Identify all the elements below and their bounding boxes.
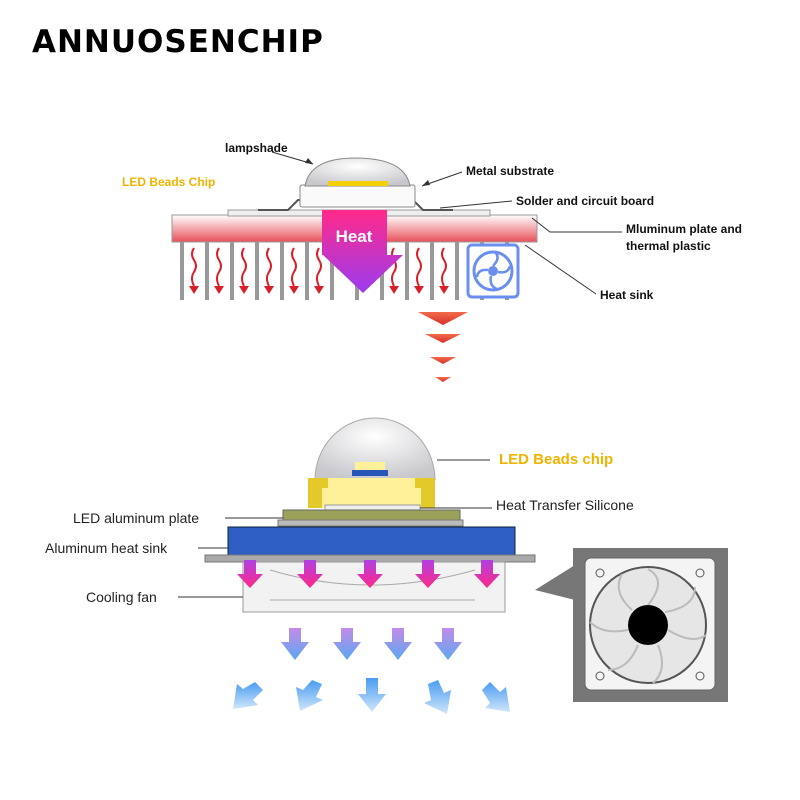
heat-arrows-magenta xyxy=(237,560,500,588)
label-heat-transfer-silicone: Heat Transfer Silicone xyxy=(496,497,634,513)
bottom-diagram: LED Beads chip Heat Transfer Silicone LE… xyxy=(45,417,728,714)
heat-wave-arrows xyxy=(191,247,447,287)
label-led-beads-chip-bottom: LED Beads chip xyxy=(499,451,613,468)
lampshade xyxy=(304,157,411,187)
led-chip xyxy=(328,181,388,186)
label-lampshade: lampshade xyxy=(225,141,288,155)
heat-chevrons xyxy=(418,312,468,382)
metal-substrate xyxy=(299,184,416,208)
aluminum-heat-sink xyxy=(227,526,516,556)
label-solder-circuit-board: Solder and circuit board xyxy=(516,194,654,208)
label-aluminum-plate-line2: thermal plastic xyxy=(626,239,711,253)
label-heat-sink: Heat sink xyxy=(600,288,654,302)
airflow-arrows xyxy=(281,628,462,660)
heat-arrow xyxy=(322,210,403,293)
top-diagram: Heat lampshade Metal substrate LED Beads… xyxy=(122,141,742,382)
led-bead-body xyxy=(308,478,435,508)
label-led-beads-chip: LED Beads Chip xyxy=(122,175,215,189)
label-metal-substrate: Metal substrate xyxy=(466,164,554,178)
label-cooling-fan: Cooling fan xyxy=(86,589,157,605)
label-aluminum-heat-sink: Aluminum heat sink xyxy=(45,540,168,556)
airflow-spread-arrows xyxy=(233,678,510,714)
brand-logo: ANNUOSENCHIP xyxy=(32,24,324,60)
led-dome xyxy=(314,417,436,481)
heat-arrow-label: Heat xyxy=(336,227,373,246)
fan-inset xyxy=(535,548,728,702)
fan-icon xyxy=(466,243,520,299)
label-led-aluminum-plate: LED aluminum plate xyxy=(73,510,199,526)
label-aluminum-plate-line1: Mluminum plate and xyxy=(626,222,742,236)
